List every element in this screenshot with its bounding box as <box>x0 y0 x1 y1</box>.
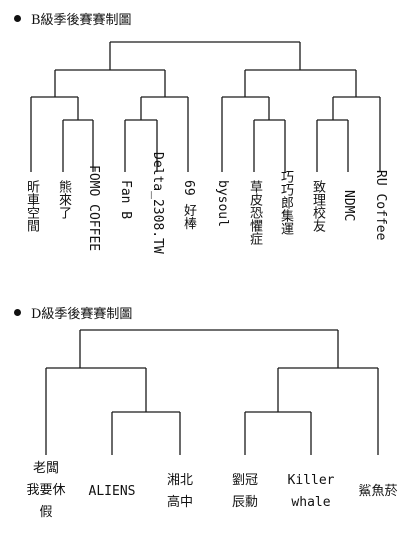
d-team-3-line-1: 湘北 <box>166 473 194 488</box>
d-team-4: 劉冠 辰勳 <box>232 470 258 514</box>
bullet-icon <box>14 14 21 22</box>
b-team-7: bysoul <box>215 180 230 227</box>
d-team-5: Killer whale <box>288 470 335 514</box>
d-team-5-line-2: whale <box>291 495 331 510</box>
d-team-4-line-2: 辰勳 <box>231 495 259 510</box>
d-bracket-title-row: D級季後賽賽制圖 <box>14 302 132 322</box>
b-bracket-lines <box>30 41 381 172</box>
b-team-4: Fan B <box>118 180 133 220</box>
b-team-1: 昕車空間 <box>24 180 39 232</box>
d-team-1-line-3: 假 <box>39 505 53 520</box>
b-team-10: 致理校友 <box>310 180 325 232</box>
b-team-8: 草皮恐懼症 <box>247 180 262 245</box>
b-team-12: RU Coffee <box>373 170 388 241</box>
d-team-2-line-1: ALIENS <box>88 484 136 499</box>
d-bracket-lines <box>45 329 379 455</box>
bullet-icon <box>14 308 21 316</box>
b-bracket-title-row: B級季後賽賽制圖 <box>14 8 132 28</box>
d-team-5-line-1: Killer <box>287 473 335 488</box>
b-team-3: FOMO COFFEE <box>86 165 101 252</box>
d-team-1: 老闆 我要休 假 <box>26 458 65 524</box>
d-team-6-line-1: 鯊魚菸 <box>358 484 398 499</box>
b-team-9: 巧巧郎集運 <box>278 170 293 235</box>
d-bracket-title: D級季後賽賽制圖 <box>31 306 133 322</box>
b-team-5: Delta_2308.TW <box>150 152 165 254</box>
d-team-3: 湘北 高中 <box>167 470 193 514</box>
b-team-11: NDMC <box>341 190 356 222</box>
d-team-4-line-1: 劉冠 <box>231 473 259 488</box>
b-bracket-title: B級季後賽賽制圖 <box>31 12 132 28</box>
d-team-1-line-2: 我要休 <box>26 483 66 498</box>
d-team-3-line-2: 高中 <box>166 495 194 510</box>
b-team-2: 熊來了 <box>56 180 71 219</box>
d-team-1-line-1: 老闆 <box>32 461 60 476</box>
d-team-2: ALIENS <box>89 481 136 503</box>
d-team-6: 鯊魚菸 <box>358 481 397 503</box>
b-team-6: 69 好棒 <box>181 180 196 230</box>
